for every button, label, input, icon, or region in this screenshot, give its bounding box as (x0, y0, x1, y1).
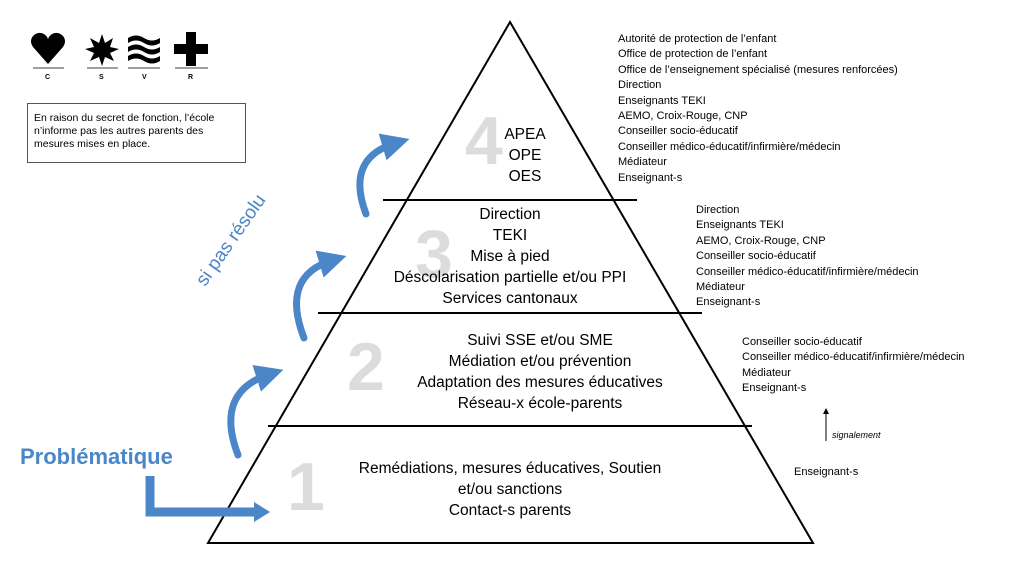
tier-line: Remédiations, mesures éducatives, Soutie… (358, 460, 662, 477)
tier-line: OES (508, 168, 542, 185)
logo-letter-c: C (45, 74, 50, 81)
actor-item: Enseignant-s (618, 171, 683, 184)
tier-line: Suivi SSE et/ou SME (467, 332, 613, 349)
cross-icon (174, 32, 208, 66)
signal-label: signalement (832, 430, 881, 440)
tier-4-measures: APEA OPE OES (420, 124, 630, 187)
actor-item: Enseignants TEKI (618, 94, 706, 107)
logo-letter-v: V (142, 74, 147, 81)
tier-line: Mise à pied (470, 248, 550, 265)
tier-line: OPE (508, 147, 542, 164)
pyramid-outline (206, 20, 815, 544)
actor-item: AEMO, Croix-Rouge, CNP (696, 234, 826, 247)
problem-label: Problématique (20, 444, 173, 469)
tier-2-measures: Suivi SSE et/ou SME Médiation et/ou prév… (380, 330, 700, 414)
tier-line: TEKI (492, 227, 528, 244)
logo-letter-s: S (99, 74, 104, 81)
actor-item: Enseignant-s (742, 382, 807, 395)
actor-item: Direction (696, 204, 740, 216)
waves-icon (128, 35, 160, 64)
tier-line: Réseau-x école-parents (457, 395, 623, 412)
problem-entry-arrow (145, 476, 256, 517)
tier-1-actors: Enseignant-s (794, 466, 859, 478)
actor-item: Office de l’enseignement spécialisé (mes… (618, 63, 898, 76)
tier-1-measures: Remédiations, mesures éducatives, Soutie… (340, 458, 680, 521)
confidentiality-note: En raison du secret de fonction, l’école… (27, 103, 246, 163)
actor-item: Médiateur (742, 366, 791, 379)
actor-item: Conseiller socio-éducatif (618, 125, 738, 138)
actor-item: Direction (618, 79, 662, 92)
logo-letter-r: R (188, 74, 193, 81)
actor-item: Autorité de protection de l’enfant (618, 33, 777, 45)
tier-line: Contact-s parents (448, 502, 572, 519)
escalation-arrow-1-2 (227, 364, 284, 459)
csvr-logo: C S V R (31, 32, 208, 81)
actor-item: AEMO, Croix-Rouge, CNP (618, 110, 748, 123)
actor-item: Médiateur (618, 156, 667, 169)
heart-icon (31, 32, 65, 64)
tier-4-actors: Autorité de protection de l’enfant Offic… (618, 32, 898, 186)
tier-line: APEA (504, 126, 546, 143)
tier-line: Adaptation des mesures éducatives (417, 374, 663, 391)
actor-item: Enseignants TEKI (696, 219, 784, 232)
problem-entry-arrowhead (254, 502, 270, 522)
signal-arrowhead (823, 408, 829, 414)
tier-line: Direction (479, 206, 541, 223)
tier-line: et/ou sanctions (457, 481, 563, 498)
star-icon (85, 34, 119, 66)
actor-item: Office de protection de l’enfant (618, 48, 768, 61)
tier-line: Services cantonaux (442, 290, 578, 307)
tier-number-3: 3 (415, 216, 453, 292)
tier-3-actors: Direction Enseignants TEKI AEMO, Croix-R… (696, 203, 919, 311)
escalation-arrow-3-4 (356, 133, 410, 218)
actor-item: Médiateur (696, 281, 745, 294)
tier-number-4: 4 (465, 103, 503, 179)
actor-item: Conseiller socio-éducatif (696, 250, 816, 263)
tier-number-1: 1 (287, 449, 325, 525)
tier-line: Médiation et/ou prévention (448, 353, 632, 370)
actor-item: Conseiller socio-éducatif (742, 336, 862, 348)
actor-item: Enseignant-s (696, 296, 761, 309)
actor-item: Conseiller médico-éducatif/infirmière/mé… (742, 351, 965, 364)
tier-number-2: 2 (347, 329, 385, 405)
tier-line: Déscolarisation partielle et/ou PPI (393, 269, 627, 286)
actor-item: Conseiller médico-éducatif/infirmière/mé… (618, 140, 841, 153)
escalation-arrow-2-3 (293, 250, 347, 342)
actor-item: Conseiller médico-éducatif/infirmière/mé… (696, 265, 919, 278)
tier-3-measures: Direction TEKI Mise à pied Déscolarisati… (380, 204, 640, 309)
tier-2-actors: Conseiller socio-éducatif Conseiller méd… (742, 335, 965, 397)
